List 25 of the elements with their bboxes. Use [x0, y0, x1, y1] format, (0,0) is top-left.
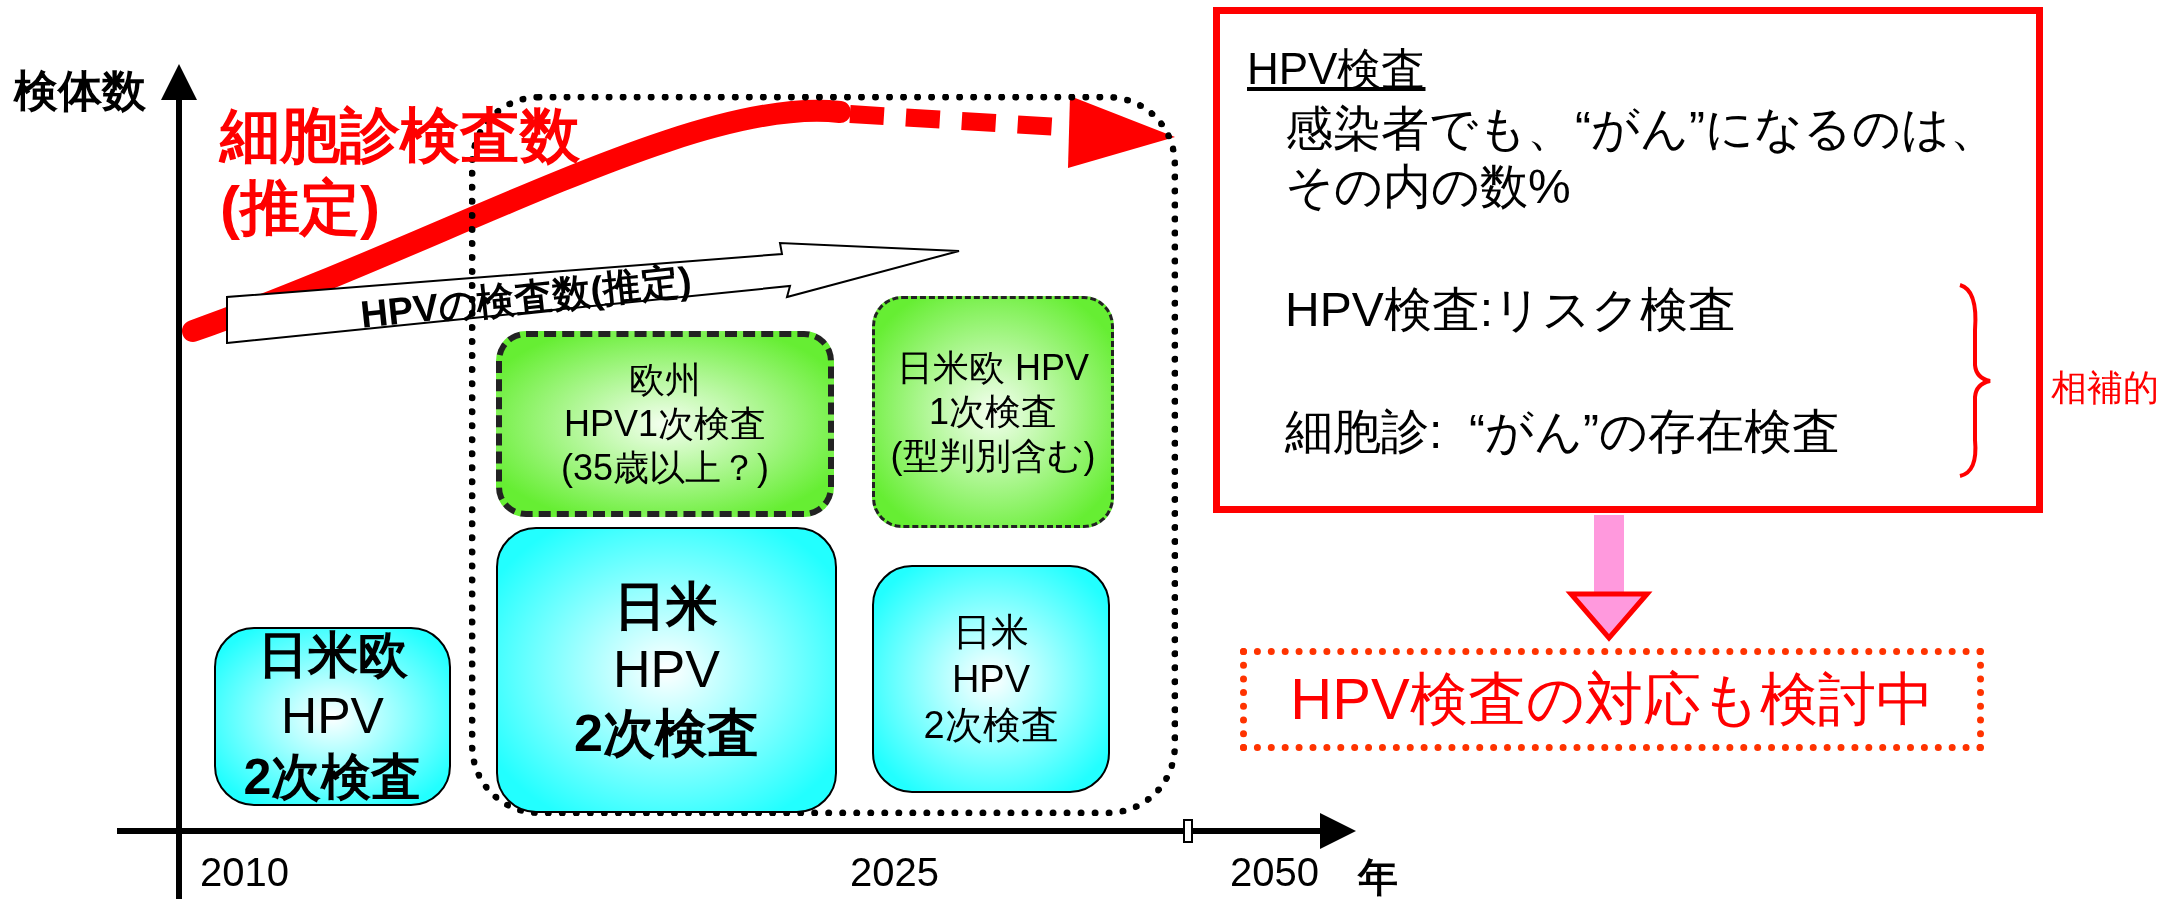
- panel-heading: HPV検査: [1247, 43, 1426, 95]
- box-label: 日米欧 HPV 2次検査: [243, 626, 422, 807]
- box-label: 日米 HPV 2次検査: [574, 575, 759, 764]
- box-label: 日米欧 HPV 1次検査 (型判別含む): [890, 346, 1096, 478]
- box-label: HPV検査の対応も検討中: [1290, 665, 1934, 734]
- hpv-test-box: [872, 296, 1114, 528]
- box-label: 欧州 HPV1次検査 (35歳以上？): [561, 358, 769, 490]
- note-text: HPV検査:リスク検査: [1285, 281, 1737, 338]
- note-panel: [1213, 7, 2043, 513]
- axis-tick-label: 2025: [850, 850, 939, 895]
- axis-tick-label: 2010: [200, 850, 289, 895]
- side-note: 相補的: [2051, 366, 2159, 410]
- box-label: 日米 HPV 2次検査: [923, 610, 1059, 749]
- note-text: 細胞診: “がん”の存在検査: [1285, 404, 1840, 461]
- conclusion-box: [1240, 648, 1984, 751]
- hpv-test-box: [496, 331, 834, 517]
- block-arrow: [1568, 515, 1650, 641]
- hpv-test-box: [872, 565, 1110, 793]
- hpv-test-box: [214, 627, 451, 806]
- trend-label: 細胞診検査数 (推定): [220, 101, 581, 243]
- axis-title: 検体数: [14, 65, 146, 117]
- axis-title: 年: [1358, 854, 1398, 899]
- axis-tick-label: 2050: [1230, 850, 1319, 895]
- note-text: 感染者でも、“がん”になるのは、その内の数%: [1285, 100, 1999, 216]
- hpv-test-box: [496, 527, 837, 813]
